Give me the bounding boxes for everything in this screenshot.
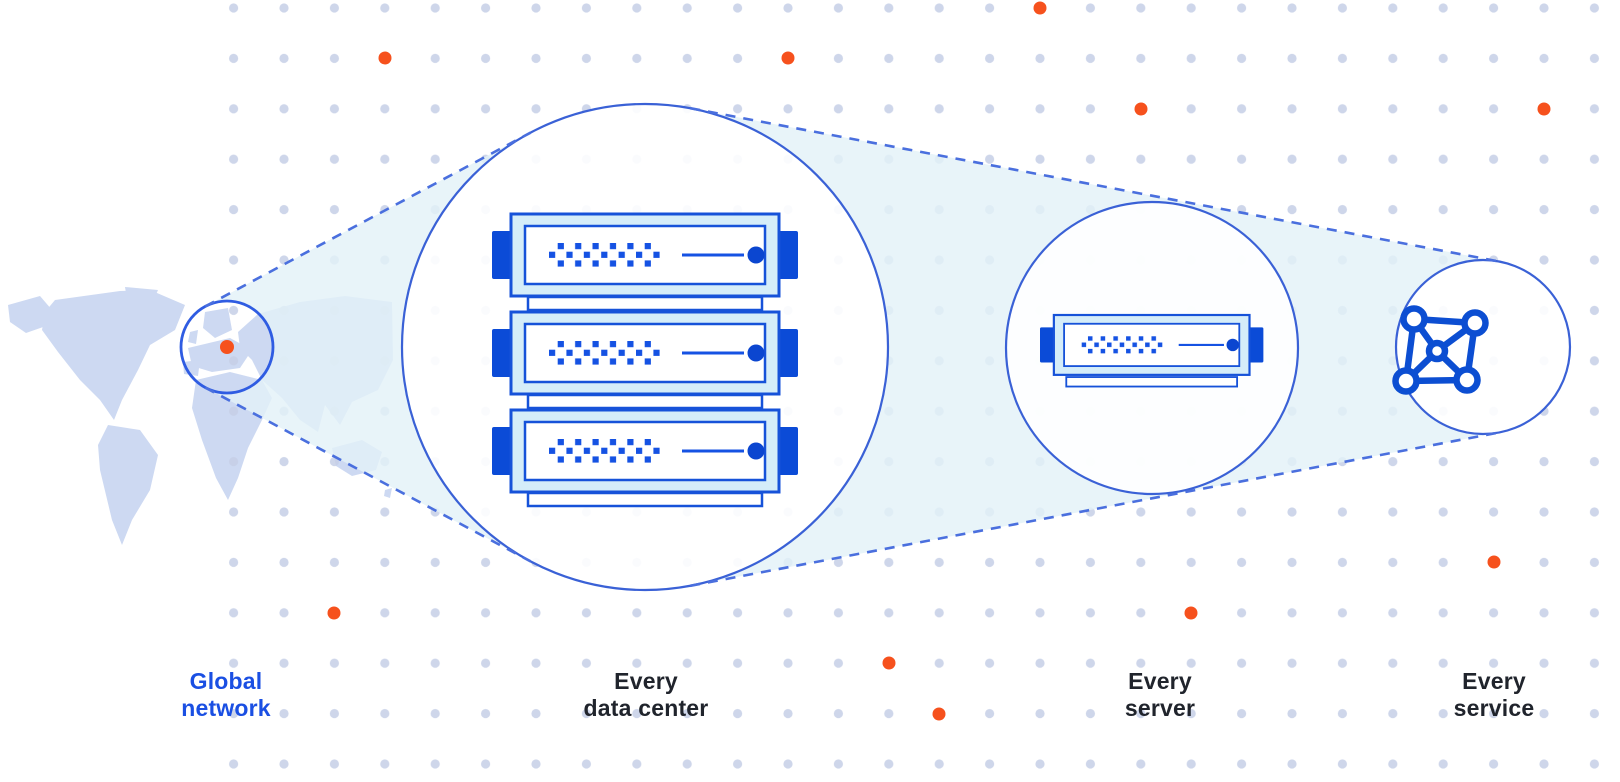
orange-accent-dot bbox=[1134, 102, 1148, 116]
caption-line: data center bbox=[583, 695, 709, 721]
caption-line: server bbox=[1124, 695, 1196, 721]
caption-every-data-center: Every data center bbox=[584, 668, 709, 722]
orange-accent-dot bbox=[781, 51, 795, 65]
caption-line: Global bbox=[189, 668, 263, 694]
orange-accent-dot bbox=[378, 51, 392, 65]
caption-line: network bbox=[181, 695, 271, 721]
location-dot bbox=[220, 340, 234, 354]
caption-line: service bbox=[1453, 695, 1535, 721]
caption-line: Every bbox=[614, 668, 678, 694]
server-rack-icon bbox=[490, 212, 800, 508]
orange-accent-dot bbox=[1487, 555, 1501, 569]
global-network-highlight-circle bbox=[179, 299, 275, 395]
orange-accent-dots bbox=[220, 1, 1551, 721]
zoom-dashed-lines bbox=[204, 106, 1500, 588]
orange-accent-dot bbox=[327, 606, 341, 620]
orange-accent-dot bbox=[1033, 1, 1047, 15]
orange-accent-dot bbox=[1537, 102, 1551, 116]
zoom-cone-left bbox=[205, 132, 531, 562]
server-icon bbox=[1038, 313, 1265, 388]
service-circle bbox=[1394, 258, 1572, 436]
caption-global-network: Global network bbox=[181, 668, 271, 722]
caption-every-server: Every server bbox=[1125, 668, 1195, 722]
orange-accent-dot bbox=[932, 707, 946, 721]
caption-line: Every bbox=[1128, 668, 1192, 694]
caption-line: Every bbox=[1462, 668, 1526, 694]
caption-every-service: Every service bbox=[1454, 668, 1535, 722]
orange-accent-dot bbox=[1184, 606, 1198, 620]
orange-accent-dot bbox=[882, 656, 896, 670]
network-graph-icon bbox=[1392, 305, 1489, 395]
